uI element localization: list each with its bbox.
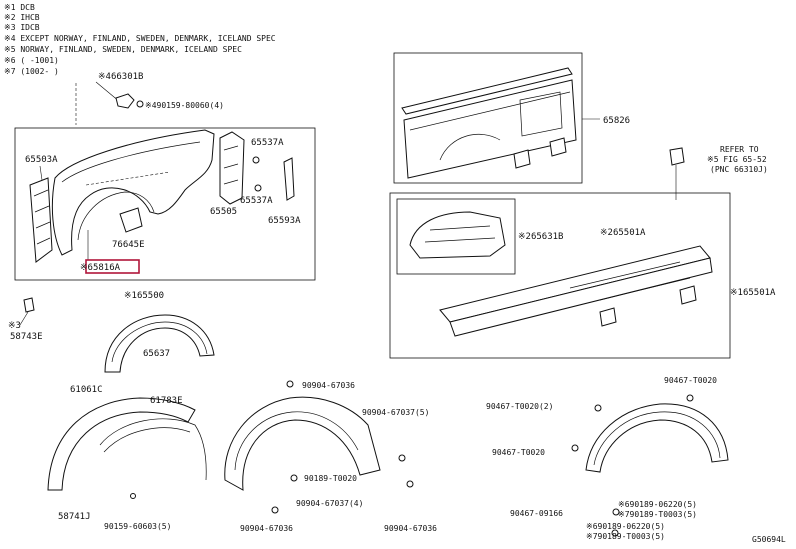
clip-466301B <box>115 93 135 109</box>
label-65537A-2: 65537A <box>240 196 273 206</box>
label-90467-T0020-a: 90467-T0020 <box>664 376 717 385</box>
seal-65593A <box>283 157 295 201</box>
label-58743E: 58743E <box>10 332 43 342</box>
bed-panel-frame <box>393 52 583 184</box>
label-90904-67036-c: 90904-67036 <box>384 524 437 533</box>
label-90467-T0020-b: 90467-T0020 <box>492 448 545 457</box>
label-65593A: 65593A <box>268 216 301 226</box>
notes-block: ※1 DCB ※2 IHCB ※3 IDCB ※4 EXCEPT NORWAY,… <box>4 3 276 76</box>
label-90189-T0020: 90189-T0020 <box>304 474 357 483</box>
bed-panel-group: 65826 <box>393 52 630 184</box>
label-65505: 65505 <box>210 207 237 217</box>
label-61783E: 61783E <box>150 396 183 406</box>
liner-65637 <box>104 314 215 373</box>
label-90904-67036-a: 90904-67036 <box>302 381 355 390</box>
arch-group: 61061C 61783E 58741J 90159-60603(5) <box>47 385 207 531</box>
clip-65537A-1 <box>252 156 260 164</box>
inset-265631B-frame <box>396 198 516 275</box>
label-90904-67037-4: 90904-67037(4) <box>296 499 363 508</box>
fender-hidden-line <box>85 171 171 186</box>
label-265631B: ※265631B <box>518 232 563 242</box>
label-65637: 65637 <box>143 349 170 359</box>
label-58741J: 58741J <box>58 512 91 522</box>
bed-rail-top <box>401 67 573 115</box>
label-refer-to: REFER TO <box>720 145 759 154</box>
note-7: ※7 (1002- ) <box>4 67 59 76</box>
label-76645E: 76645E <box>112 240 145 250</box>
label-pnc-ref: (PNC 66310J) <box>710 165 768 174</box>
highlight-65816A[interactable] <box>85 259 140 274</box>
label-90159-60603: 90159-60603(5) <box>104 522 171 531</box>
clip-65537A-2 <box>254 184 262 192</box>
pillar-65505 <box>219 131 245 205</box>
refer-part-icon <box>669 147 685 166</box>
label-90904-67036-b: 90904-67036 <box>240 524 293 533</box>
fender-arch-inner <box>77 191 155 241</box>
bracket-65503A <box>29 177 53 263</box>
note-3: ※3 IDCB <box>4 23 40 32</box>
fender-crease <box>61 141 201 183</box>
screw-90159 <box>130 493 136 499</box>
label-65537A-1: 65537A <box>251 138 284 148</box>
label-466301B: ※466301B <box>98 72 143 82</box>
label-690189-06220-b: ※690189-06220(5) <box>586 522 665 531</box>
inner-liner <box>224 396 381 491</box>
arch-61783E <box>99 418 207 481</box>
label-165500: ※165500 <box>124 291 164 301</box>
front-fender-panel <box>51 129 215 256</box>
fender-frame <box>14 127 316 281</box>
note-1: ※1 DCB <box>4 3 35 12</box>
diagram-code: G50694L <box>752 535 786 544</box>
bracket-76645E <box>119 207 143 233</box>
screw-490159 <box>136 100 144 108</box>
fender-group: ※466301B ※490159-80060(4) 65503A 65505 6… <box>14 72 316 301</box>
bed-wheel-cut <box>439 133 501 161</box>
label-61061C: 61061C <box>70 385 103 395</box>
note-4: ※4 EXCEPT NORWAY, FINLAND, SWEDEN, DENMA… <box>4 34 276 43</box>
part-265501A <box>439 245 711 323</box>
note-2: ※2 IHCB <box>4 13 40 22</box>
part-265501A-side <box>449 257 713 337</box>
label-90467-T0020-2: 90467-T0020(2) <box>486 402 553 411</box>
label-65826: 65826 <box>603 116 630 126</box>
label-490159-80060: ※490159-80060(4) <box>145 101 224 110</box>
arch-61061C <box>47 397 196 491</box>
note-5: ※5 NORWAY, FINLAND, SWEDEN, DENMARK, ICE… <box>4 45 242 54</box>
label-790189-T0003-b: ※790189-T0003(5) <box>586 532 665 541</box>
clip-58743E <box>23 297 35 313</box>
label-265501A: ※265501A <box>600 228 646 238</box>
label-note-3: ※3 <box>8 321 21 331</box>
label-65816A[interactable]: ※65816A <box>80 263 121 273</box>
refer-note: REFER TO ※5 FIG 65-52 (PNC 66310J) <box>669 145 768 200</box>
label-165501A: ※165501A <box>730 288 776 298</box>
bed-side-panel <box>403 79 577 179</box>
rear-liner-group: 90467-T0020 90467-T0020(2) 90467-T0020 9… <box>486 376 729 541</box>
label-790189-T0003-a: ※790189-T0003(5) <box>618 510 697 519</box>
label-90904-67037-5: 90904-67037(5) <box>362 408 429 417</box>
inner-liner-group: 90904-67036 90904-67037(5) 90189-T0020 9… <box>224 380 437 533</box>
liner-65637-group: 65637 <box>104 314 215 373</box>
label-690189-06220-a: ※690189-06220(5) <box>618 500 697 509</box>
clip-58743E-group: ※3 58743E <box>8 297 43 342</box>
label-fig-ref: ※5 FIG 65-52 <box>707 155 767 164</box>
part-265631B <box>409 211 506 259</box>
label-90467-09166: 90467-09166 <box>510 509 563 518</box>
rear-liner <box>585 403 729 473</box>
bed-floor-frame <box>389 192 731 359</box>
bed-floor-group: ※265631B ※265501A ※165501A <box>389 192 776 359</box>
note-6: ※6 ( -1001) <box>4 56 59 65</box>
label-65503A: 65503A <box>25 155 58 165</box>
bracket-ribs <box>33 189 51 245</box>
